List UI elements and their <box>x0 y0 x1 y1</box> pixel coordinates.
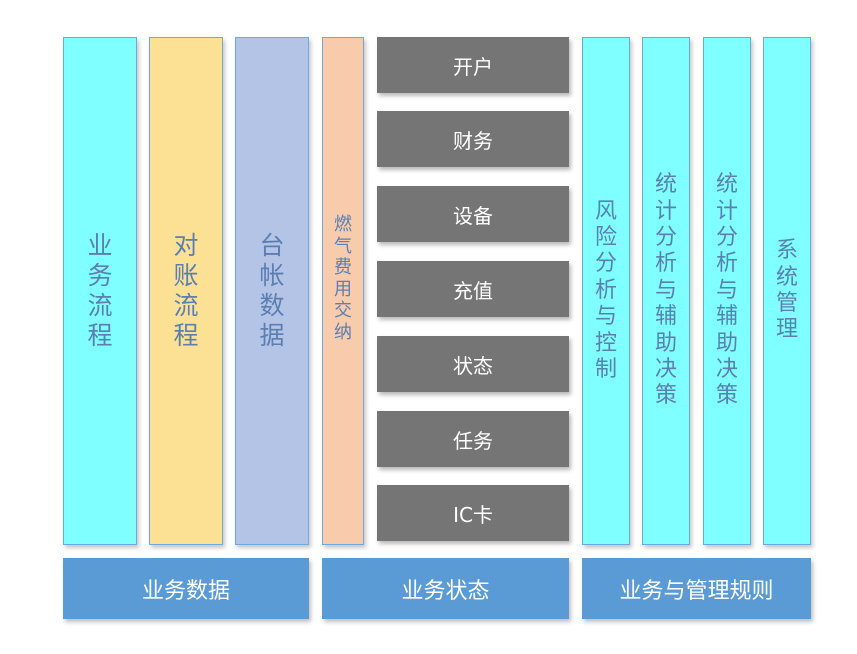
ledger-data-column: 台帐数据 <box>235 37 309 545</box>
stats-decision-column-2: 统计分析与辅助决策 <box>703 37 751 545</box>
business-flow-column: 业务流程 <box>63 37 137 545</box>
business-data-bar: 业务数据 <box>63 558 309 619</box>
stats-decision-column-1: 统计分析与辅助决策 <box>642 37 690 545</box>
stats-decision-label-1: 统计分析与辅助决策 <box>654 172 677 409</box>
status-item-finance: 财务 <box>377 111 569 167</box>
system-mgmt-column: 系统管理 <box>763 37 811 545</box>
rules-bar: 业务与管理规则 <box>582 558 811 619</box>
status-item-state: 状态 <box>377 336 569 392</box>
system-mgmt-label: 系统管理 <box>775 238 798 343</box>
risk-control-column: 风险分析与控制 <box>582 37 630 545</box>
ledger-data-label: 台帐数据 <box>259 231 285 350</box>
gas-fee-label: 燃气费用交纳 <box>334 214 352 343</box>
gas-fee-column: 燃气费用交纳 <box>322 37 364 545</box>
business-flow-label: 业务流程 <box>87 231 113 350</box>
status-item-recharge: 充值 <box>377 261 569 317</box>
status-item-account-open: 开户 <box>377 37 569 93</box>
status-item-device: 设备 <box>377 186 569 242</box>
stats-decision-label-2: 统计分析与辅助决策 <box>715 172 738 409</box>
risk-control-label: 风险分析与控制 <box>594 198 617 382</box>
status-item-ic-card: IC卡 <box>377 485 569 541</box>
reconcile-flow-label: 对账流程 <box>173 231 199 350</box>
reconcile-flow-column: 对账流程 <box>149 37 223 545</box>
business-status-bar: 业务状态 <box>322 558 569 619</box>
status-item-task: 任务 <box>377 411 569 467</box>
